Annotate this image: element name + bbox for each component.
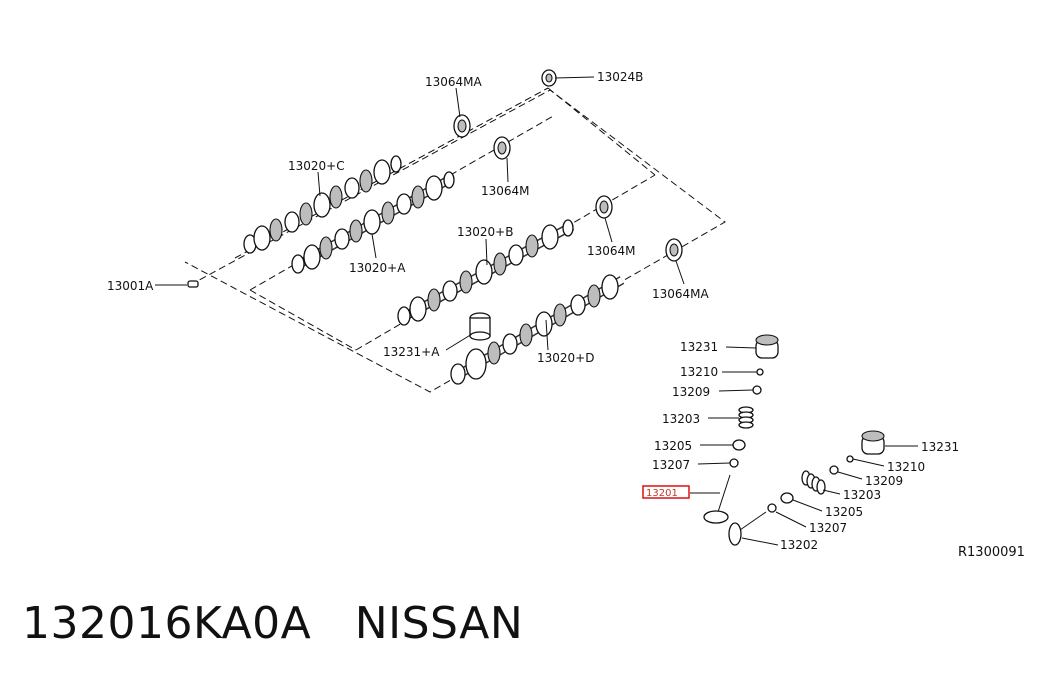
valve-assembly-1 xyxy=(703,334,779,524)
label-v1-13203: 13203 xyxy=(662,412,700,426)
label-13001a: 13001A xyxy=(107,279,154,293)
label-v1-13209: 13209 xyxy=(672,385,710,399)
label-v2-13209: 13209 xyxy=(865,474,903,488)
label-13231a: 13231+A xyxy=(383,345,440,359)
part-13064m-upper xyxy=(493,136,511,160)
highlighted-part-13201[interactable]: 13201 xyxy=(642,485,690,499)
label-v2-13205: 13205 xyxy=(825,505,863,519)
highlight-box xyxy=(642,485,690,499)
camshaft-13020b xyxy=(397,219,575,326)
valve-assembly-2 xyxy=(728,430,885,546)
caption-separator xyxy=(311,598,354,649)
label-13064m-upper: 13064M xyxy=(481,184,530,198)
label-13064m-lower: 13064M xyxy=(587,244,636,258)
leader-lines xyxy=(155,76,918,546)
camshaft-13020d xyxy=(450,274,625,385)
part-13231a-lifter xyxy=(469,312,491,341)
label-13020d: 13020+D xyxy=(537,351,594,365)
part-13064ma-right xyxy=(665,238,683,262)
part-13064ma-top xyxy=(453,114,471,138)
part-13024b xyxy=(541,69,557,87)
label-v1-13231: 13231 xyxy=(680,340,718,354)
label-13020a: 13020+A xyxy=(349,261,406,275)
label-v2-13207: 13207 xyxy=(809,521,847,535)
label-13024b: 13024B xyxy=(597,70,643,84)
label-v2-13202: 13202 xyxy=(780,538,818,552)
camshaft-13020c xyxy=(243,155,402,254)
label-v2-13203: 13203 xyxy=(843,488,881,502)
label-13020b: 13020+B xyxy=(457,225,513,239)
label-v1-13201: 13201 xyxy=(646,488,678,499)
caption-part-number: 132016KA0A xyxy=(22,598,312,649)
part-caption: 132016KA0A NISSAN xyxy=(22,598,523,649)
camshaft-13020a xyxy=(291,171,455,274)
label-v2-13231: 13231 xyxy=(921,440,959,454)
part-13001a xyxy=(187,280,199,288)
diagram-reference-code: R1300091 xyxy=(958,545,1025,560)
label-13064ma-right: 13064MA xyxy=(652,287,710,301)
label-v1-13207: 13207 xyxy=(652,458,690,472)
caption-brand: NISSAN xyxy=(354,598,524,649)
label-13064ma-top: 13064MA xyxy=(425,75,483,89)
label-v1-13210: 13210 xyxy=(680,365,718,379)
label-13020c: 13020+C xyxy=(288,159,345,173)
label-v2-13210: 13210 xyxy=(887,460,925,474)
label-v1-13205: 13205 xyxy=(654,439,692,453)
part-13064m-lower xyxy=(595,195,613,219)
